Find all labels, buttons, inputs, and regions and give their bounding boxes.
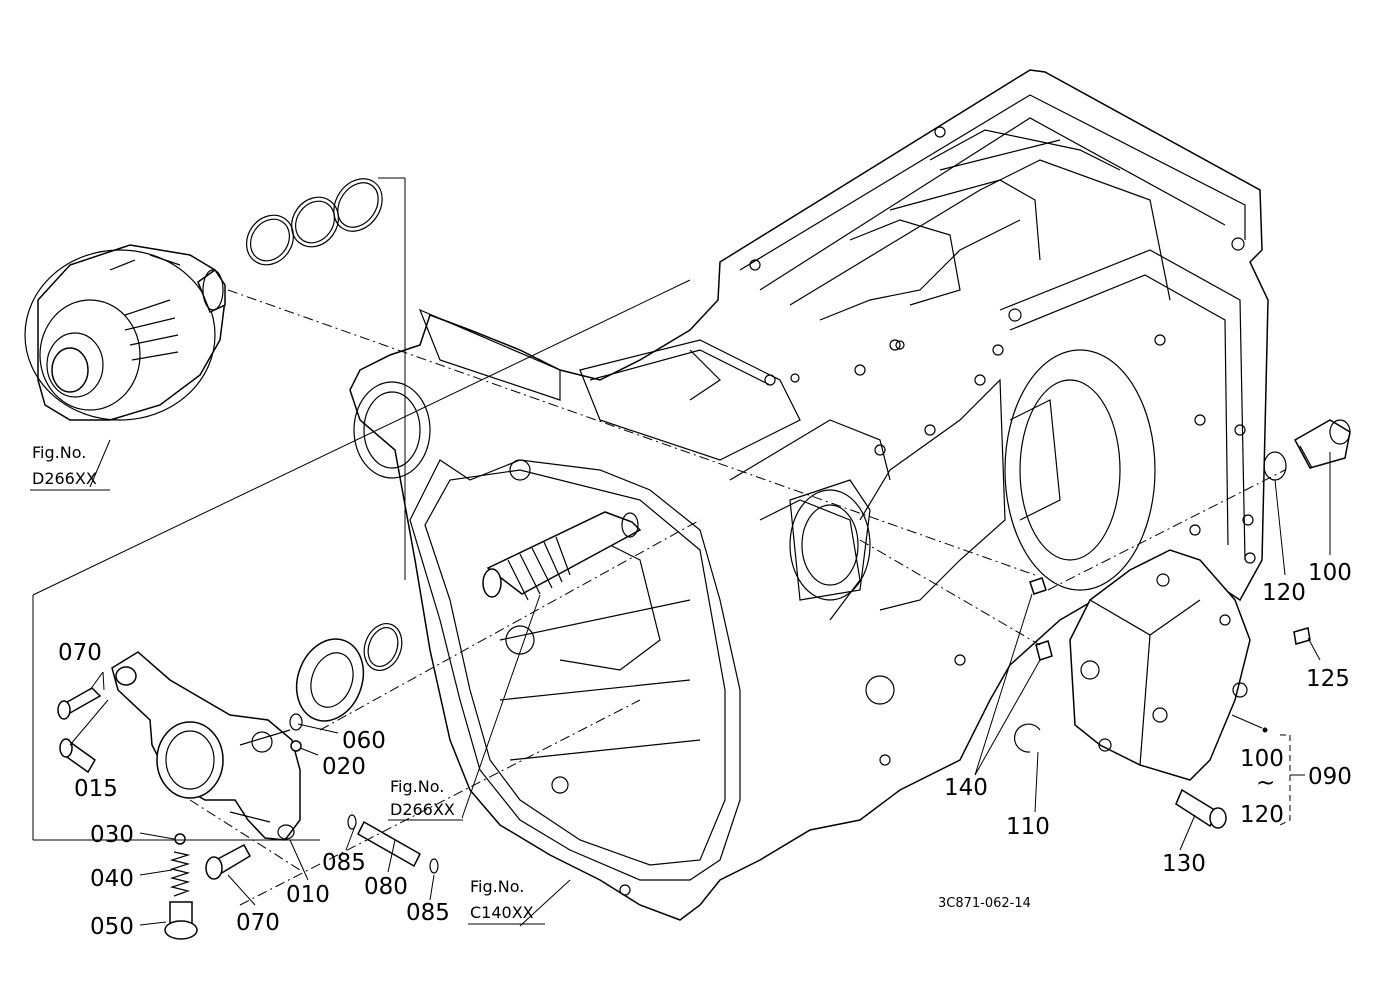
label-050: 050	[90, 914, 134, 940]
leader-lines	[69, 439, 1331, 927]
bolt-130	[1175, 788, 1227, 829]
label-100-top: 100	[1308, 560, 1352, 586]
fig-ref-2-code: D266XX	[390, 800, 455, 819]
fig-ref-1-label: Fig.No.	[32, 443, 86, 462]
fig-ref-1: Fig.No. D266XX	[30, 443, 110, 491]
lever-010	[111, 651, 301, 841]
label-070-bottom: 070	[236, 910, 280, 936]
label-100-range: 100	[1240, 746, 1284, 772]
plug-125	[1293, 627, 1311, 645]
label-070-top: 070	[58, 640, 102, 666]
bolt-070-bottom	[205, 843, 252, 880]
ball-030	[174, 833, 186, 845]
fig-ref-2: Fig.No. D266XX	[388, 777, 463, 821]
drawing-code: 3C871-062-14	[938, 896, 1031, 911]
snap-rings	[246, 178, 383, 266]
label-030: 030	[90, 822, 134, 848]
label-140: 140	[944, 775, 988, 801]
fig-ref-2-label: Fig.No.	[390, 777, 444, 796]
clutch-assembly	[24, 244, 226, 421]
label-130: 130	[1162, 851, 1206, 877]
label-120-range: 120	[1240, 802, 1284, 828]
pipe-080	[347, 814, 439, 874]
label-020: 020	[322, 754, 366, 780]
label-110: 110	[1006, 814, 1050, 840]
shaft	[482, 511, 642, 601]
plug-020	[290, 740, 302, 752]
label-090: 090	[1308, 764, 1352, 790]
spring-040	[169, 851, 191, 897]
transmission-case	[349, 69, 1269, 921]
label-040: 040	[90, 866, 134, 892]
reference-frame	[32, 177, 691, 841]
fig-ref-3: Fig.No. C140XX	[468, 877, 545, 925]
pin-015	[59, 738, 96, 774]
label-range-tilde: ~	[1256, 770, 1275, 796]
label-060: 060	[342, 728, 386, 754]
label-015: 015	[74, 776, 118, 802]
label-125: 125	[1306, 666, 1350, 692]
fig-ref-1-code: D266XX	[32, 469, 97, 488]
control-block-090	[1069, 549, 1251, 781]
part-labels: 070 015 030 040 050 070 010 085 080 085 …	[58, 560, 1352, 940]
plug-050	[164, 901, 198, 940]
o-ring-060	[289, 713, 303, 731]
fig-ref-3-label: Fig.No.	[470, 877, 524, 896]
fig-ref-3-code: C140XX	[470, 903, 534, 922]
circlip-110	[1014, 723, 1041, 753]
label-085-right: 085	[406, 900, 450, 926]
bolt-070-top	[57, 687, 102, 720]
center-lines	[189, 289, 1286, 906]
label-080: 080	[364, 874, 408, 900]
label-010: 010	[286, 882, 330, 908]
o-ring-120	[1263, 451, 1287, 481]
label-120-top: 120	[1262, 580, 1306, 606]
label-085-left: 085	[322, 850, 366, 876]
plug-100	[1293, 419, 1351, 469]
pins-140	[1029, 577, 1053, 661]
bearing	[295, 623, 403, 722]
